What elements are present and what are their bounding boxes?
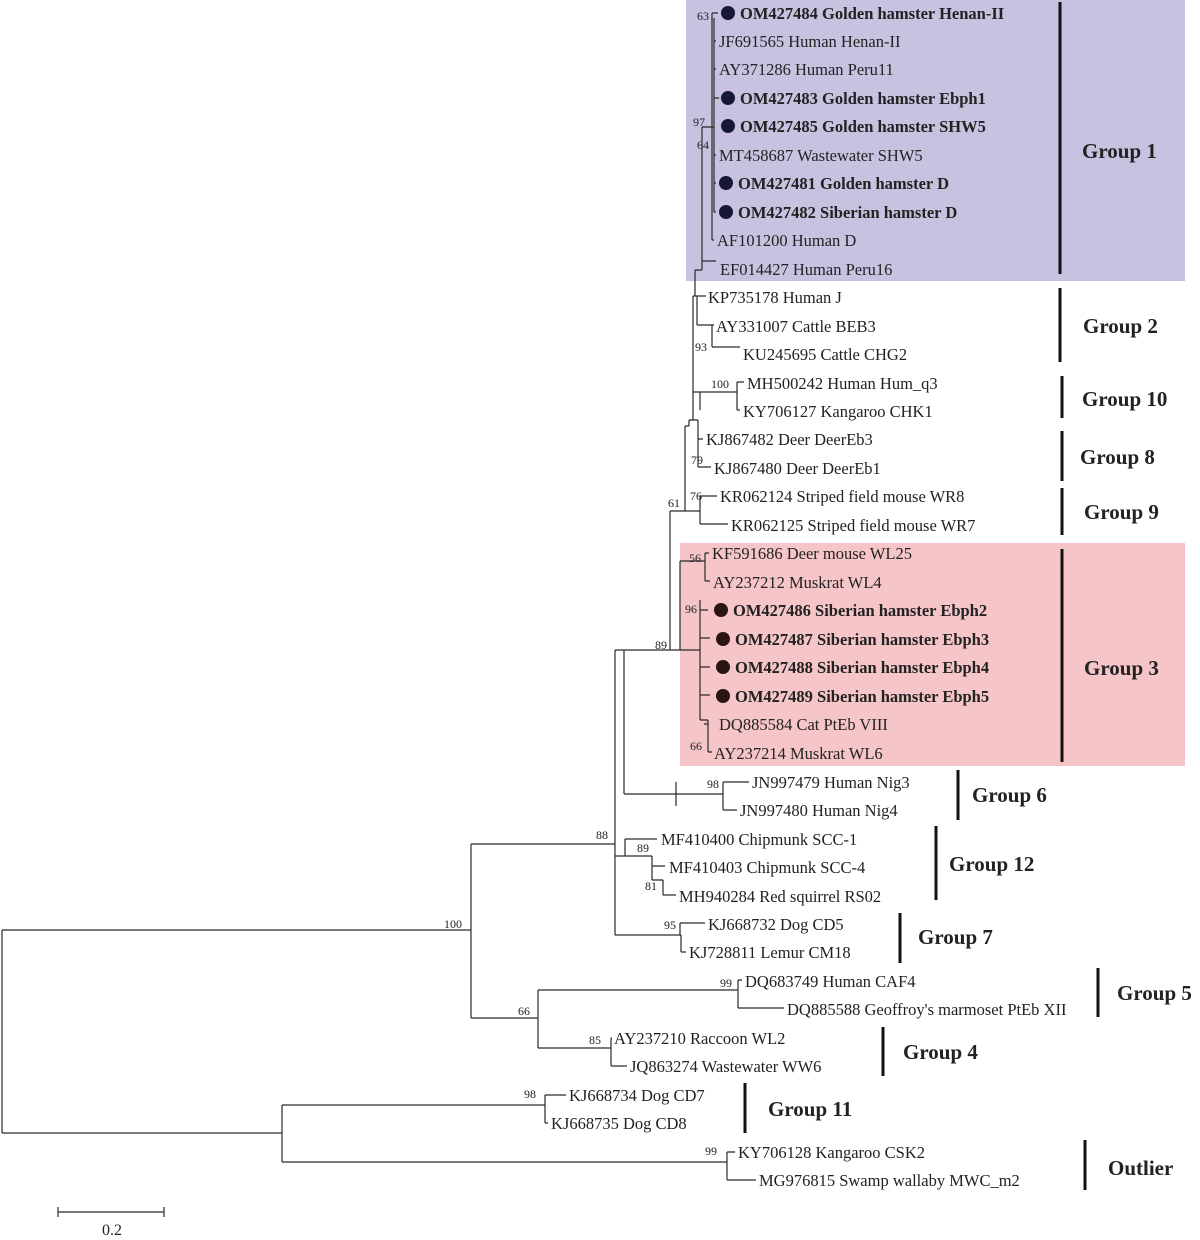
leaf-label: MH500242 Human Hum_q3 <box>747 374 938 393</box>
bootstrap-values: 63 97 64 93 100 79 76 61 56 96 66 89 98 88 89 81 95 100 99… <box>444 9 732 1158</box>
leaf-label: EF014427 Human Peru16 <box>720 260 892 279</box>
group-labels: Group 1 Group 2 Group 10 Group 8 Group 9… <box>768 139 1192 1180</box>
scale-bar-line <box>57 1207 165 1217</box>
leaf-label: OM427488 Siberian hamster Ebph4 <box>735 658 989 677</box>
bootstrap-value: 85 <box>589 1033 601 1047</box>
leaf-label: JF691565 Human Henan-II <box>719 32 900 51</box>
leaf-label: MG976815 Swamp wallaby MWC_m2 <box>759 1171 1020 1190</box>
group-label: Group 4 <box>903 1040 978 1064</box>
leaf-label: OM427489 Siberian hamster Ebph5 <box>735 687 989 706</box>
leaf-label: KU245695 Cattle CHG2 <box>743 345 907 364</box>
group-label: Group 2 <box>1083 314 1158 338</box>
leaf-label: OM427482 Siberian hamster D <box>738 203 957 222</box>
group-label: Group 5 <box>1117 981 1192 1005</box>
bootstrap-value: 61 <box>668 496 680 510</box>
bootstrap-value: 76 <box>690 489 702 503</box>
bootstrap-value: 96 <box>685 602 697 616</box>
group-label: Outlier <box>1108 1156 1173 1180</box>
bootstrap-value: 100 <box>711 377 729 391</box>
group-label: Group 3 <box>1084 656 1159 680</box>
leaf-label: OM427485 Golden hamster SHW5 <box>740 117 986 136</box>
bootstrap-value: 93 <box>695 340 707 354</box>
leaf-label: KR062124 Striped field mouse WR8 <box>720 487 964 506</box>
leaf-label: KY706128 Kangaroo CSK2 <box>738 1143 925 1162</box>
leaf-label: JQ863274 Wastewater WW6 <box>630 1057 821 1076</box>
leaf-marker-dot <box>716 632 730 646</box>
leaf-labels: OM427484 Golden hamster Henan-II JF691565… <box>551 4 1066 1190</box>
group-label: Group 8 <box>1080 445 1155 469</box>
leaf-label: OM427486 Siberian hamster Ebph2 <box>733 601 987 620</box>
leaf-marker-dot <box>721 6 735 20</box>
leaf-label: MF410400 Chipmunk SCC-1 <box>661 830 857 849</box>
leaf-label: JN997479 Human Nig3 <box>752 773 910 792</box>
leaf-label: KP735178 Human J <box>708 288 842 307</box>
leaf-label: OM427487 Siberian hamster Ebph3 <box>735 630 989 649</box>
bootstrap-value: 97 <box>693 115 705 129</box>
bootstrap-value: 66 <box>690 739 702 753</box>
group-label: Group 10 <box>1082 387 1167 411</box>
leaf-label: OM427484 Golden hamster Henan-II <box>740 4 1004 23</box>
bootstrap-value: 66 <box>518 1004 530 1018</box>
bootstrap-value: 99 <box>720 976 732 990</box>
group-brackets <box>743 2 1100 1190</box>
leaf-marker-dot <box>716 660 730 674</box>
bootstrap-value: 98 <box>707 777 719 791</box>
group3-highlight <box>680 543 1185 766</box>
leaf-label: DQ885584 Cat PtEb VIII <box>719 715 888 734</box>
bootstrap-value: 89 <box>655 638 667 652</box>
bootstrap-value: 79 <box>691 453 703 467</box>
leaf-label: KJ668735 Dog CD8 <box>551 1114 687 1133</box>
bootstrap-value: 95 <box>664 918 676 932</box>
leaf-label: AY237212 Muskrat WL4 <box>713 573 882 592</box>
leaf-label: KR062125 Striped field mouse WR7 <box>731 516 975 535</box>
group-label: Group 6 <box>972 783 1047 807</box>
leaf-label: AY237210 Raccoon WL2 <box>614 1029 785 1048</box>
group-label: Group 12 <box>949 852 1034 876</box>
bootstrap-value: 98 <box>524 1087 536 1101</box>
bootstrap-value: 100 <box>444 917 462 931</box>
bootstrap-value: 56 <box>689 551 701 565</box>
leaf-label: MF410403 Chipmunk SCC-4 <box>669 858 865 877</box>
group-label: Group 9 <box>1084 500 1159 524</box>
leaf-label: OM427483 Golden hamster Ebph1 <box>740 89 986 108</box>
leaf-label: DQ683749 Human CAF4 <box>745 972 916 991</box>
leaf-label: AY331007 Cattle BEB3 <box>716 317 876 336</box>
bootstrap-value: 88 <box>596 828 608 842</box>
leaf-marker-dot <box>719 176 733 190</box>
leaf-label: KJ728811 Lemur CM18 <box>689 943 851 962</box>
leaf-marker-dot <box>719 205 733 219</box>
leaf-label: DQ885588 Geoffroy's marmoset PtEb XII <box>787 1000 1066 1019</box>
leaf-label: KF591686 Deer mouse WL25 <box>712 544 912 563</box>
leaf-label: AF101200 Human D <box>717 231 856 250</box>
leaf-label: MT458687 Wastewater SHW5 <box>719 146 923 165</box>
bootstrap-value: 99 <box>705 1144 717 1158</box>
leaf-marker-dot <box>714 603 728 617</box>
leaf-marker-dot <box>721 119 735 133</box>
leaf-label: JN997480 Human Nig4 <box>740 801 898 820</box>
group-label: Group 1 <box>1082 139 1157 163</box>
leaf-marker-dot <box>716 689 730 703</box>
leaf-label: MH940284 Red squirrel RS02 <box>679 887 881 906</box>
leaf-marker-dot <box>721 91 735 105</box>
leaf-label: KY706127 Kangaroo CHK1 <box>743 402 933 421</box>
leaf-label: KJ867480 Deer DeerEb1 <box>714 459 881 478</box>
leaf-label: AY371286 Human Peru11 <box>719 60 894 79</box>
group1-highlight <box>686 0 1185 281</box>
group-label: Group 11 <box>768 1097 852 1121</box>
scale-bar: 0.2 <box>57 1207 165 1239</box>
bootstrap-value: 64 <box>697 138 709 152</box>
bootstrap-value: 89 <box>637 841 649 855</box>
scale-bar-label: 0.2 <box>102 1222 122 1239</box>
leaf-label: KJ867482 Deer DeerEb3 <box>706 430 873 449</box>
bootstrap-value: 63 <box>697 9 709 23</box>
tree-branches <box>1 12 784 1181</box>
leaf-label: OM427481 Golden hamster D <box>738 174 949 193</box>
group-label: Group 7 <box>918 925 993 949</box>
leaf-label: KJ668732 Dog CD5 <box>708 915 844 934</box>
leaf-label: AY237214 Muskrat WL6 <box>714 744 883 763</box>
bootstrap-value: 81 <box>645 879 657 893</box>
leaf-label: KJ668734 Dog CD7 <box>569 1086 705 1105</box>
